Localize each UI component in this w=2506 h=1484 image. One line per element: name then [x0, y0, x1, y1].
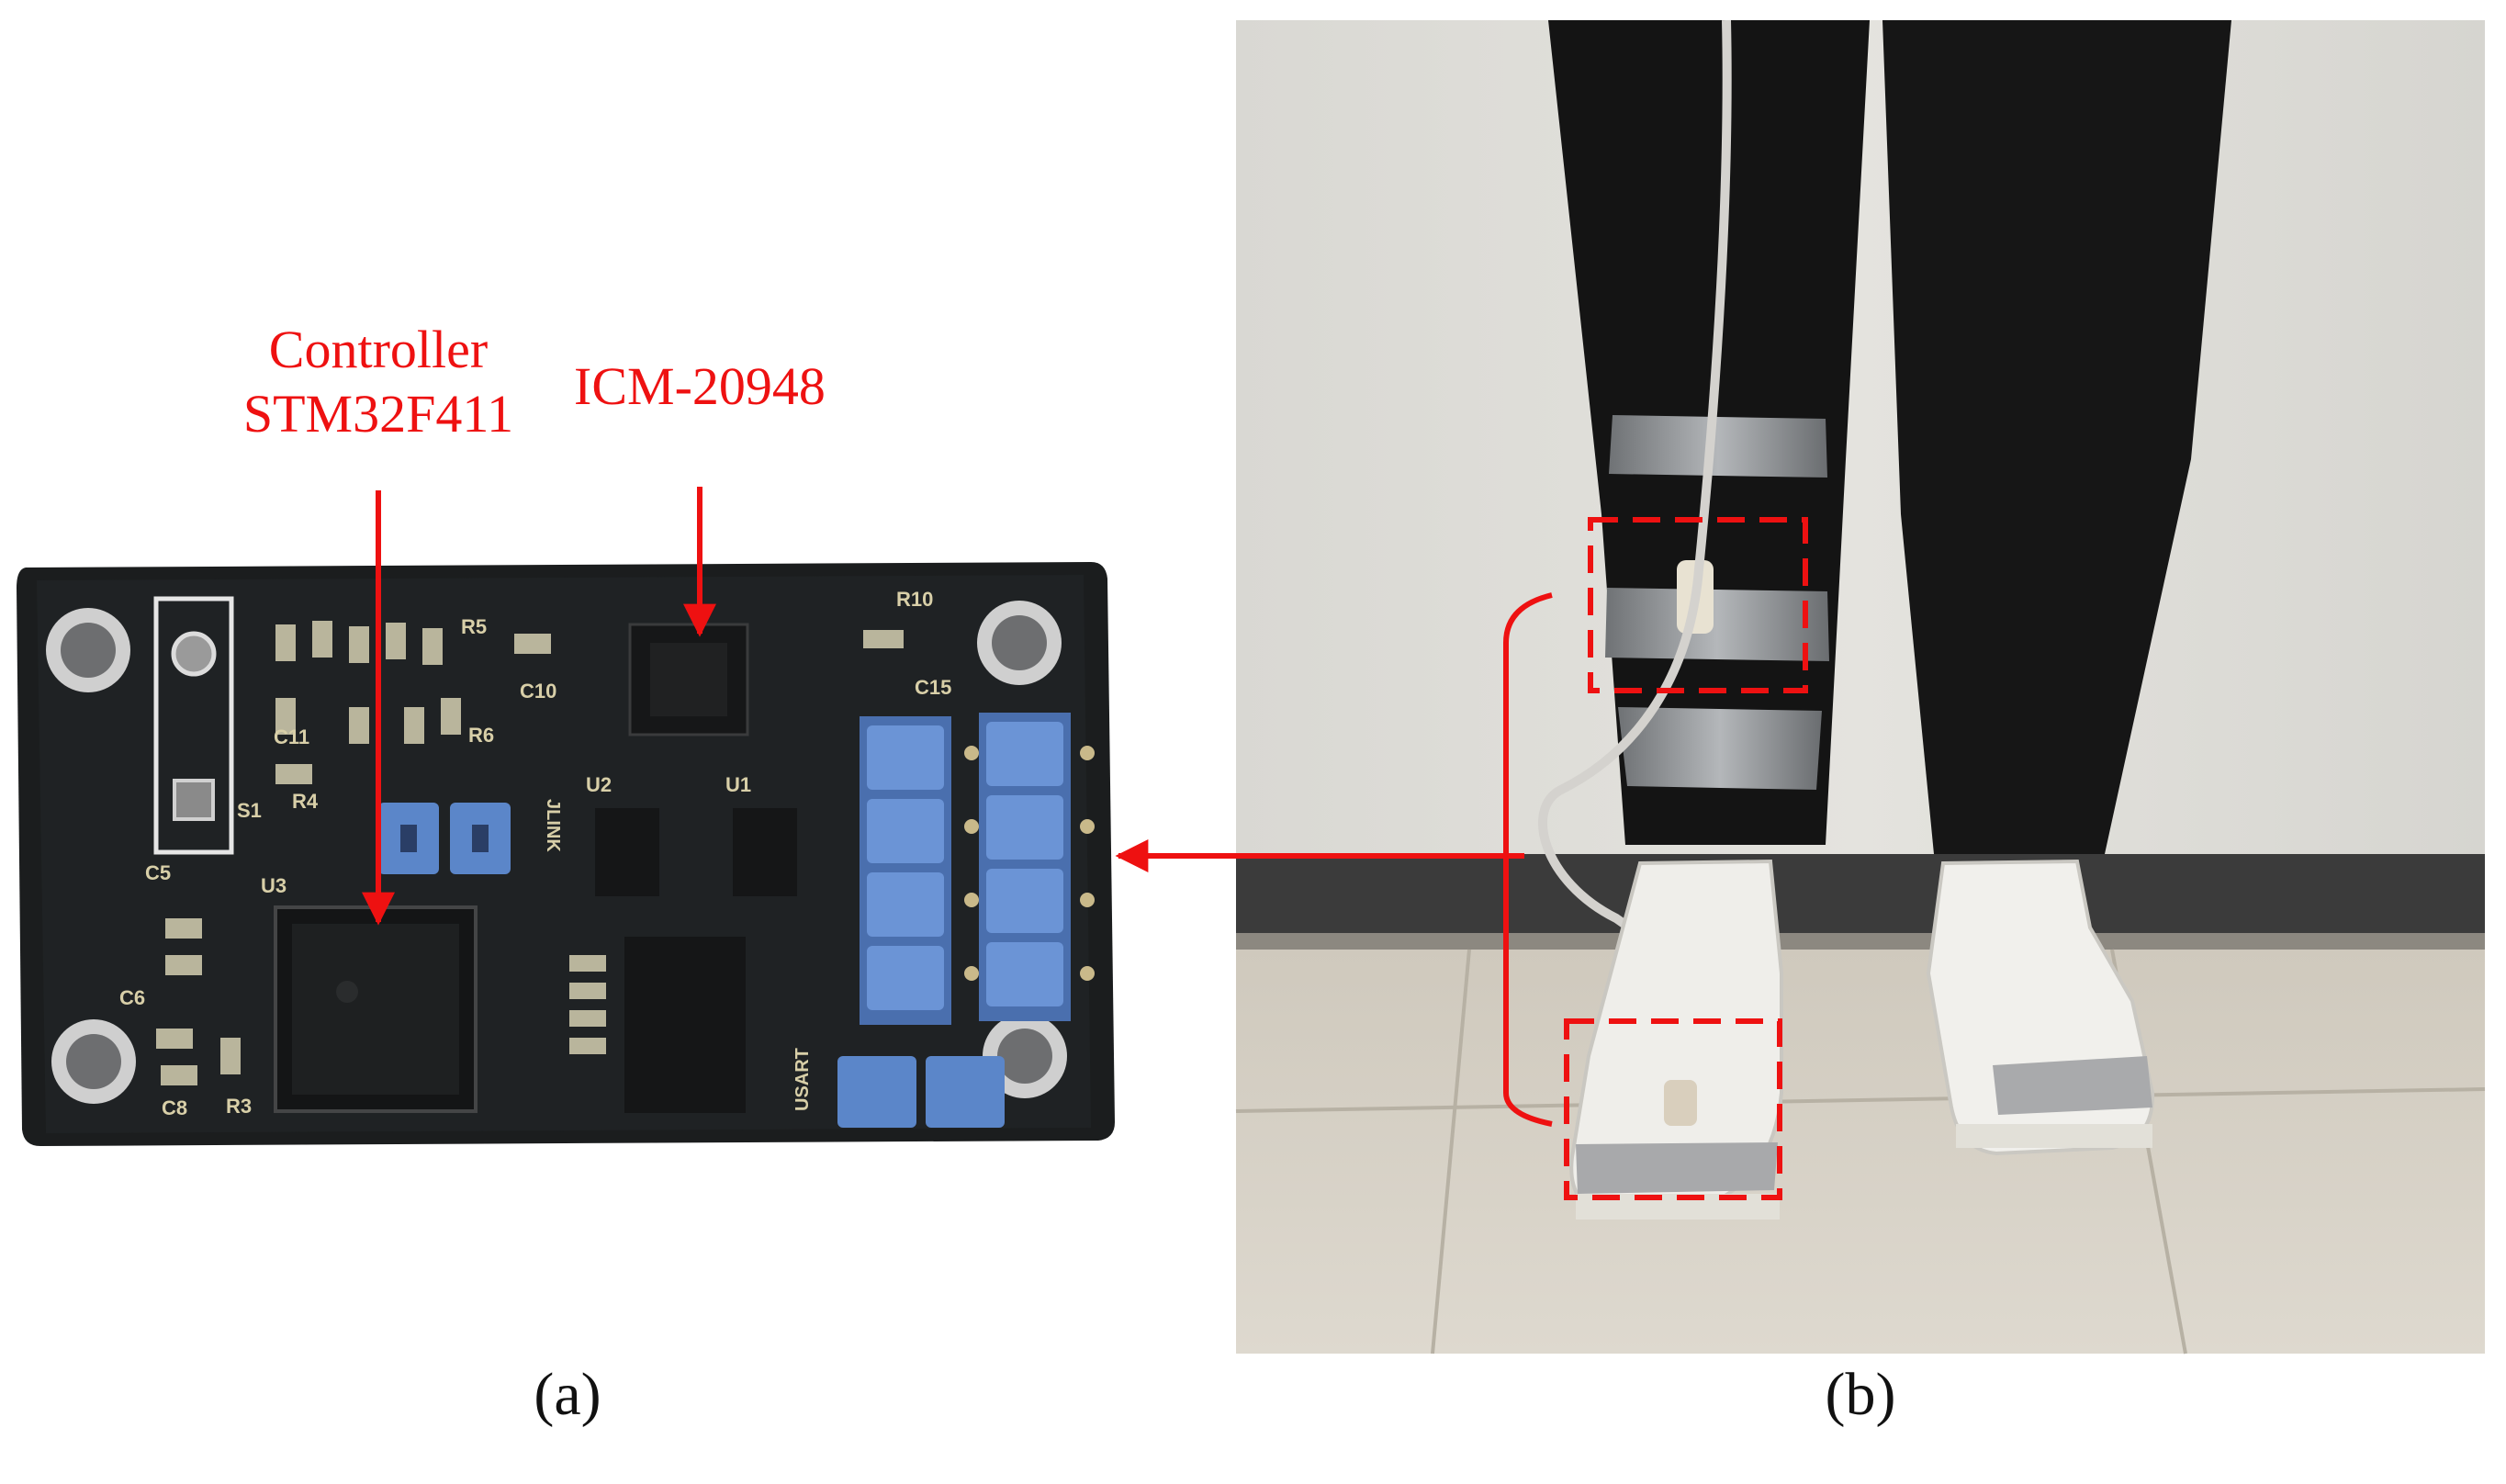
silk-r6: R6 — [468, 724, 494, 747]
ic-power — [624, 937, 746, 1113]
ic-u1 — [733, 808, 797, 896]
tape-wrap-upper — [1609, 415, 1827, 478]
silk-r4: R4 — [292, 790, 319, 813]
tape-wrap-middle — [1605, 588, 1829, 661]
silk-u2: U2 — [586, 773, 612, 796]
silk-r5: R5 — [461, 615, 487, 638]
foot-sensor — [1664, 1080, 1697, 1126]
shin-sensor-highlight — [1588, 517, 1808, 693]
controller-label-line2: STM32F411 — [243, 384, 513, 444]
silk-r10: R10 — [896, 588, 933, 611]
silk-usart: USART — [792, 1048, 813, 1111]
imu-label: ICM-20948 — [574, 356, 826, 416]
panel-a: Controller STM32F411 ICM-20948 S1 — [17, 320, 1115, 1428]
photo — [1235, 19, 2486, 1355]
tape-wrap-lower — [1618, 707, 1822, 790]
caption-b: (b) — [1826, 1361, 1896, 1428]
ic-u2 — [595, 808, 659, 896]
silk-c6: C6 — [119, 986, 145, 1009]
silk-c15: C15 — [915, 676, 951, 699]
controller-label-line1: Controller — [269, 320, 488, 379]
panel-b: (b) — [1235, 19, 2486, 1428]
passive-components — [156, 621, 904, 1085]
switch-s1 — [153, 596, 234, 855]
silk-c5: C5 — [145, 861, 171, 884]
silk-c8: C8 — [162, 1096, 187, 1119]
usart-header — [837, 1056, 1005, 1128]
silk-c11: C11 — [274, 725, 309, 748]
imu-chip — [628, 623, 749, 736]
silk-u1: U1 — [725, 773, 751, 796]
silk-jlink: JLINK — [543, 799, 563, 852]
bracket — [1503, 592, 1553, 1127]
silk-r3: R3 — [226, 1095, 252, 1118]
pcb-board: S1 R5 R6 R4 R3 R10 C10 — [17, 562, 1115, 1146]
right-trouser — [1882, 20, 2231, 854]
caption-a: (a) — [534, 1361, 601, 1428]
pin-header-left — [860, 716, 951, 1025]
foot-sensor-highlight — [1564, 1018, 1782, 1200]
silk-s1: S1 — [237, 799, 262, 822]
pin-header-right — [979, 713, 1071, 1021]
silk-c10: C10 — [520, 680, 556, 703]
silk-u3: U3 — [261, 874, 287, 897]
controller-chip — [274, 905, 478, 1113]
